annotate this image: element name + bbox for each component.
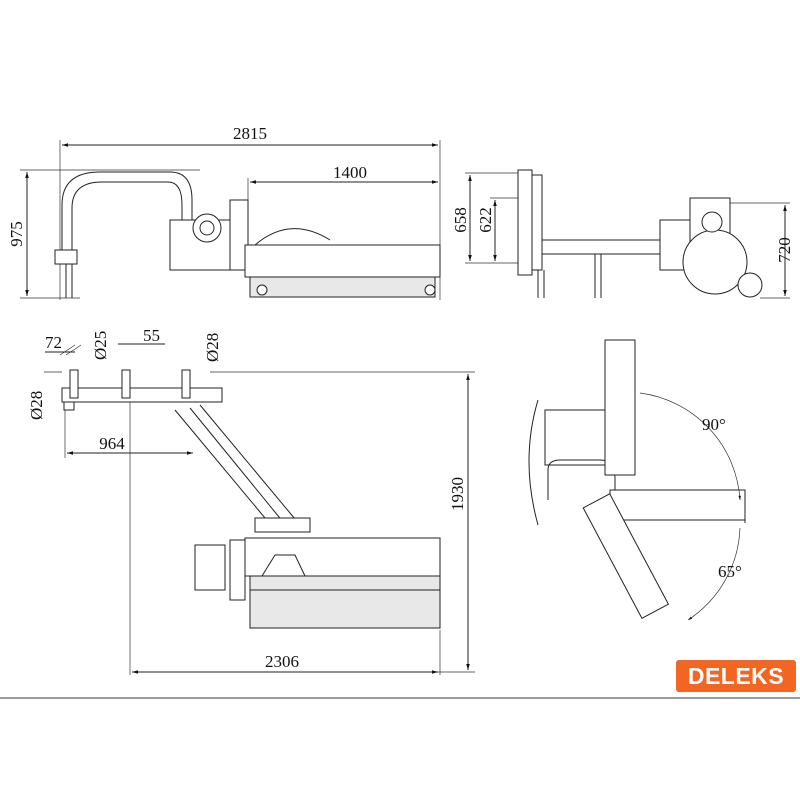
dim-dia25: Ø25	[91, 331, 110, 360]
angle-65: 65°	[718, 562, 742, 581]
dim-658: 658	[451, 207, 470, 233]
dim-1930: 1930	[448, 477, 467, 511]
divider	[0, 697, 800, 699]
angle-90: 90°	[702, 415, 726, 434]
dim-2306: 2306	[265, 652, 299, 671]
logo-text: DELEKS	[687, 662, 785, 689]
dim-72: 72	[45, 333, 62, 352]
rotation-view: 90° 65°	[528, 339, 746, 621]
dim-720: 720	[775, 237, 794, 263]
dim-1400: 1400	[333, 163, 367, 182]
dim-dia28-left: Ø28	[27, 391, 46, 420]
dim-622: 622	[476, 207, 495, 233]
front-view: 2815 975 1400	[7, 124, 441, 300]
deleks-logo: DELEKS	[676, 660, 796, 692]
plan-view: 72 Ø25 55 Ø28 Ø28 1930 964 2306	[27, 326, 475, 675]
dim-975: 975	[7, 221, 26, 247]
dim-2815: 2815	[233, 124, 267, 143]
dim-964: 964	[99, 434, 125, 453]
side-view: 658 622 720	[451, 169, 794, 299]
dim-55: 55	[143, 326, 160, 345]
dim-dia28-top: Ø28	[203, 333, 222, 362]
